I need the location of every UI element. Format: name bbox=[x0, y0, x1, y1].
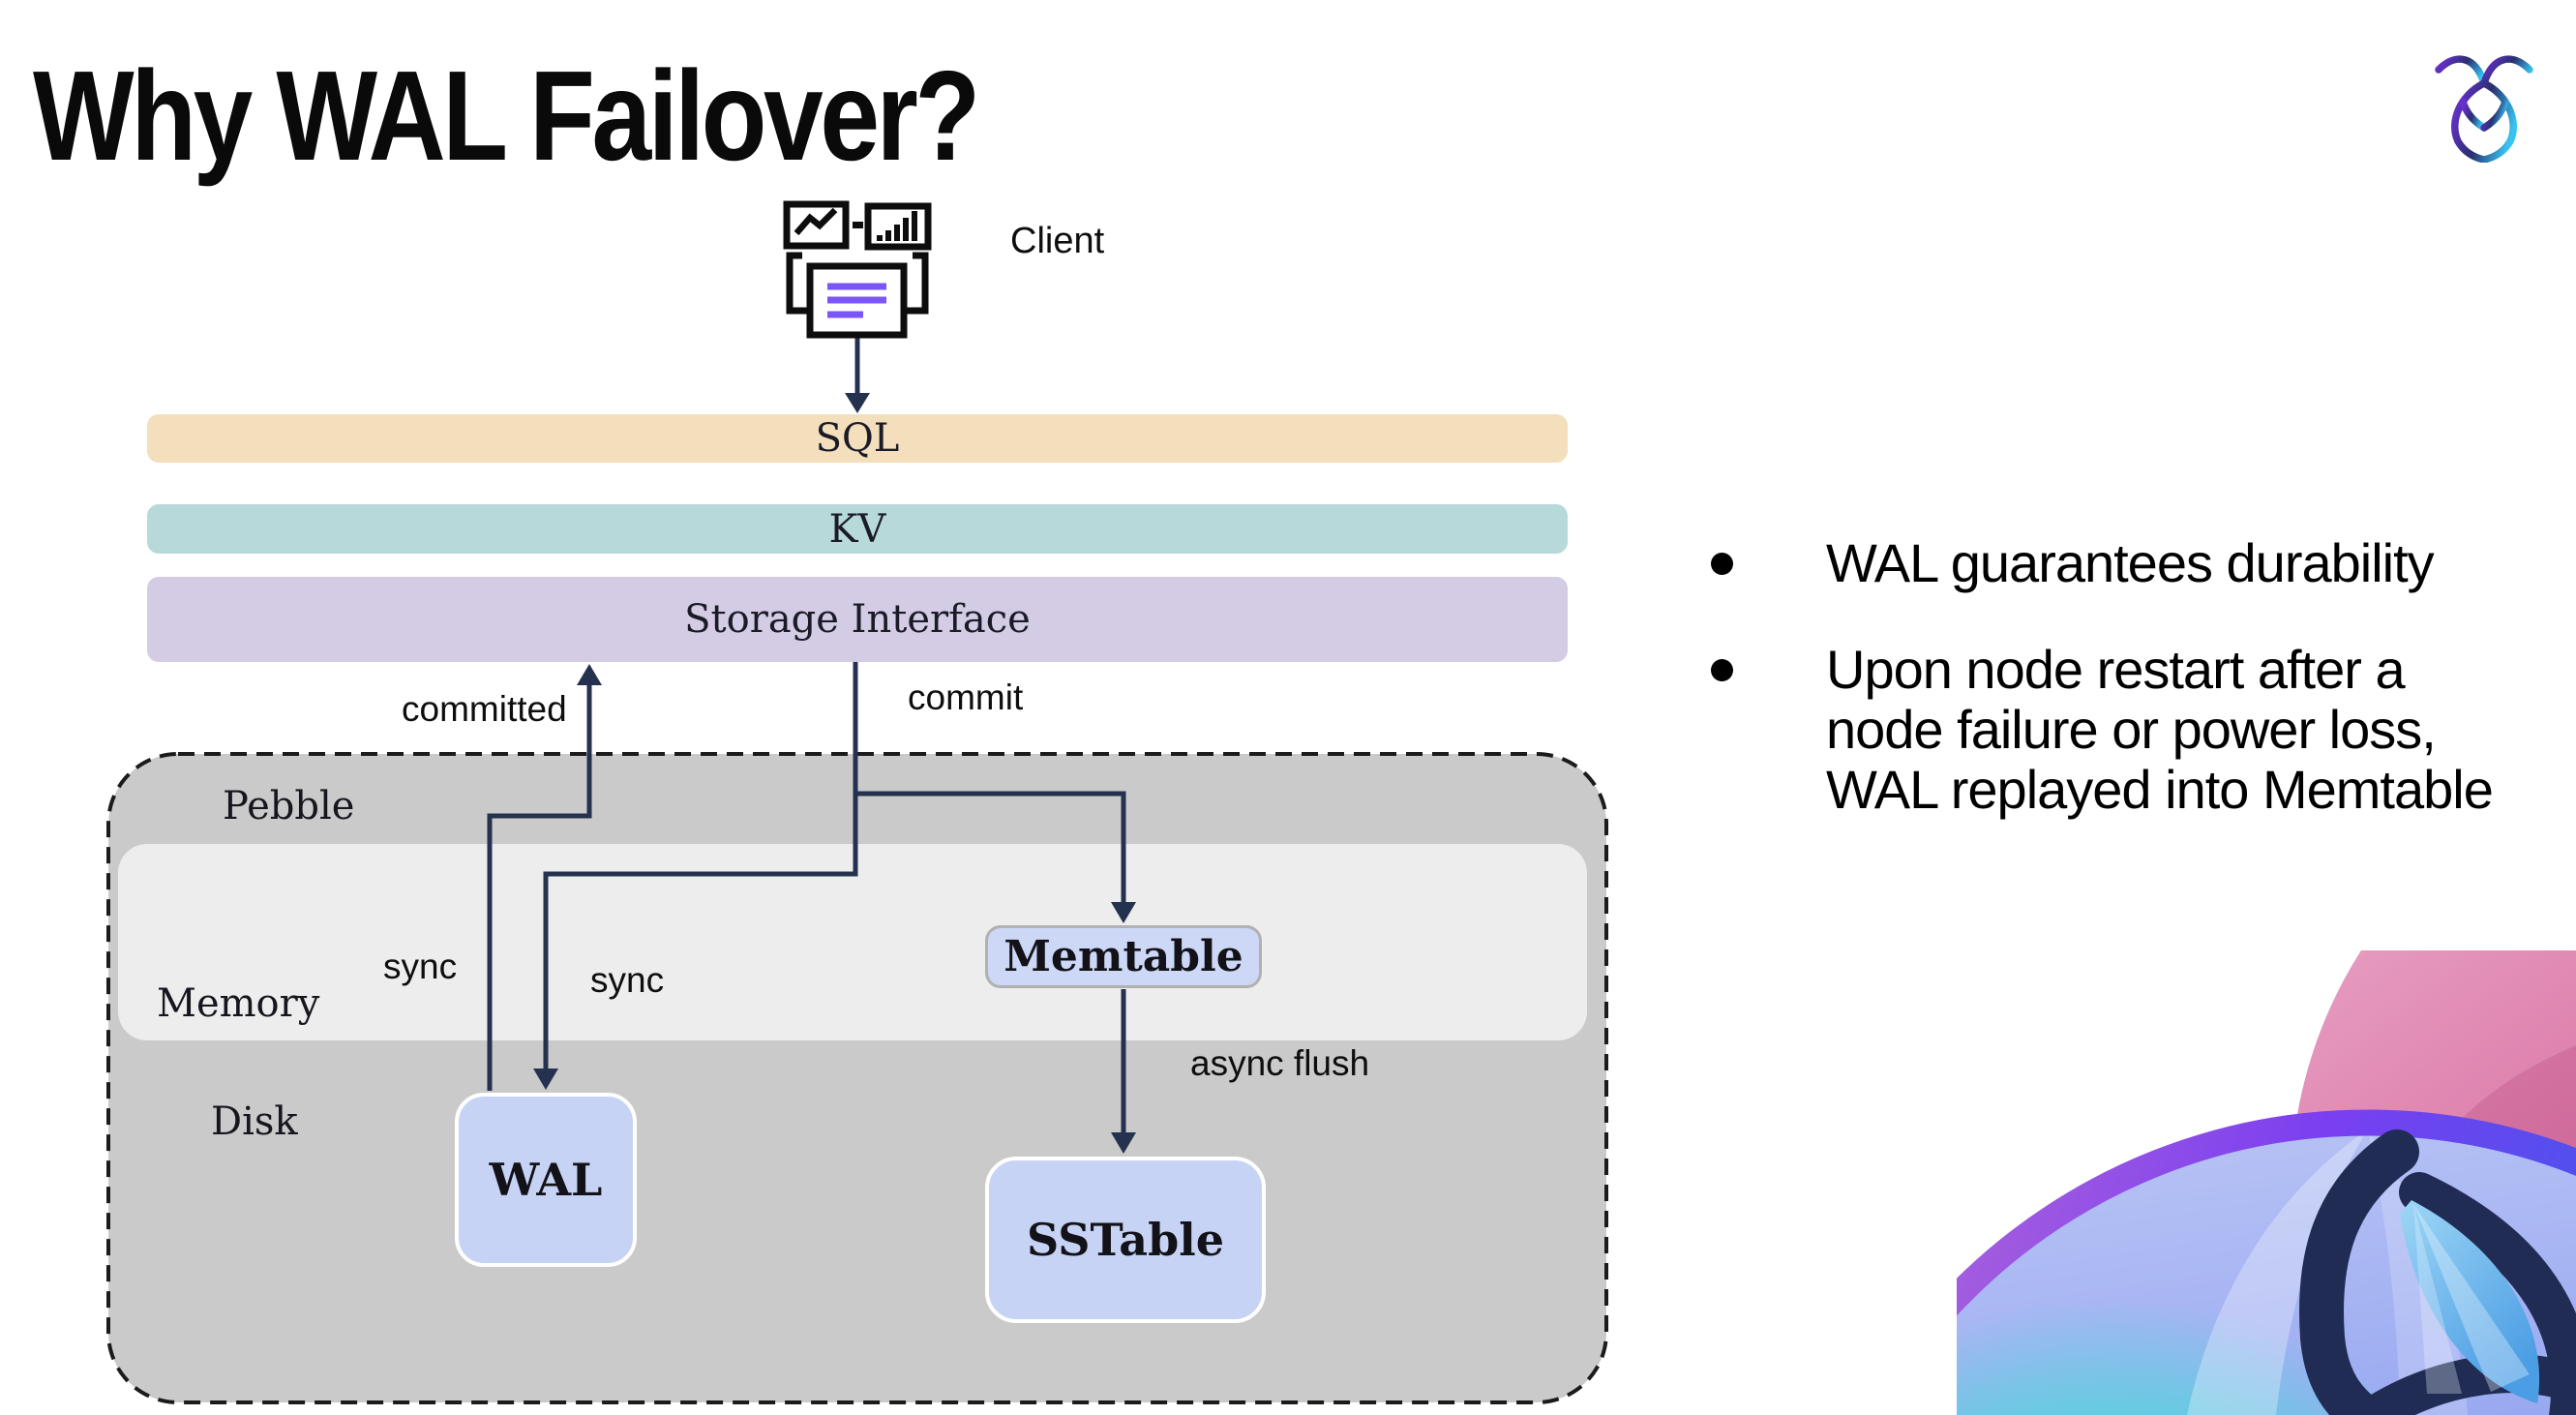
memtable-node: Memtable bbox=[985, 925, 1262, 988]
memtable-arrowhead bbox=[1111, 902, 1136, 923]
kv-layer-label: KV bbox=[828, 506, 886, 552]
memory-band bbox=[118, 844, 1587, 1040]
icon-dash bbox=[853, 222, 863, 228]
memory-label: Memory bbox=[157, 981, 320, 1026]
sstable-node-label: SSTable bbox=[1027, 1214, 1224, 1266]
cockroachdb-logo-icon bbox=[2435, 55, 2533, 163]
storage-interface-layer-bar: Storage Interface bbox=[147, 577, 1568, 662]
sql-layer-bar: SQL bbox=[147, 414, 1568, 463]
slide-title: Why WAL Failover? bbox=[33, 45, 980, 187]
diagram-arrows bbox=[487, 337, 1126, 1138]
storage-interface-label: Storage Interface bbox=[684, 597, 1031, 642]
commit-to-memtable-arrow-line bbox=[855, 791, 1126, 908]
committed-edge-label: committed bbox=[402, 689, 567, 729]
wal-node: WAL bbox=[455, 1093, 637, 1267]
document-lines-glyph bbox=[827, 283, 886, 318]
sstable-node: SSTable bbox=[985, 1157, 1266, 1323]
committed-arrowhead bbox=[577, 664, 602, 685]
bar-chart-glyph bbox=[877, 211, 917, 241]
list-item: Upon node restart after a node failure o… bbox=[1699, 640, 2531, 820]
client-label: Client bbox=[1010, 221, 1105, 261]
sql-layer-label: SQL bbox=[815, 416, 900, 461]
roach-glyph bbox=[2299, 1129, 2576, 1415]
sstable-arrowhead bbox=[1111, 1132, 1136, 1154]
sync-right-edge-label: sync bbox=[590, 960, 665, 1000]
bullet-dot bbox=[1711, 553, 1733, 575]
leaf-fill bbox=[2400, 1200, 2540, 1403]
commit-to-wal-arrow-line bbox=[543, 662, 858, 1074]
bullet-text: Upon node restart after a node failure o… bbox=[1826, 639, 2494, 820]
committed-arrow-line bbox=[487, 677, 592, 1091]
brand-artwork bbox=[1957, 950, 2576, 1415]
sync-left-edge-label: sync bbox=[383, 947, 458, 986]
wal-node-label: WAL bbox=[489, 1154, 603, 1206]
client-arrowhead bbox=[845, 393, 870, 413]
teal-glow bbox=[1957, 1299, 2419, 1415]
bullet-dot bbox=[1711, 659, 1733, 681]
kv-layer-bar: KV bbox=[147, 504, 1568, 554]
leaf-veins bbox=[2413, 1204, 2530, 1394]
commit-edge-label: commit bbox=[908, 677, 1024, 717]
list-item: WAL guarantees durability bbox=[1699, 533, 2531, 593]
memtable-node-label: Memtable bbox=[1003, 932, 1243, 981]
wal-arrowhead bbox=[533, 1069, 558, 1090]
pebble-label: Pebble bbox=[223, 784, 355, 828]
client-devices-icon bbox=[783, 200, 932, 339]
purple-ring bbox=[1957, 1109, 2576, 1316]
async-flush-edge-label: async flush bbox=[1190, 1043, 1370, 1083]
bullet-list: WAL guarantees durability Upon node rest… bbox=[1699, 533, 2531, 866]
bullet-text: WAL guarantees durability bbox=[1826, 532, 2435, 593]
disk-label: Disk bbox=[211, 1099, 298, 1144]
diagram-arrowheads bbox=[533, 393, 1136, 1154]
